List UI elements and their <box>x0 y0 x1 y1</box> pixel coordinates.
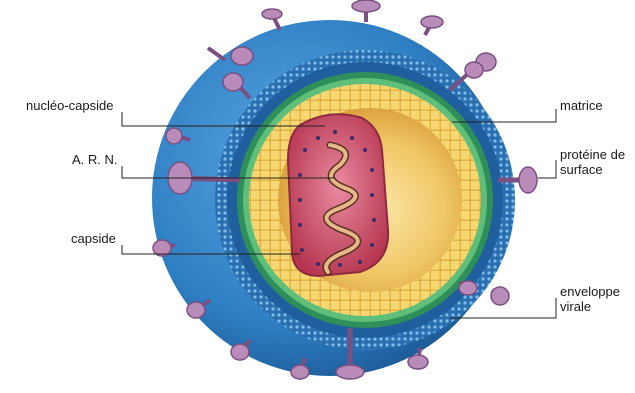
label-enveloppe-virale: enveloppe virale <box>560 284 620 314</box>
label-capside: capside <box>71 231 116 246</box>
spike <box>491 287 509 305</box>
spike <box>262 9 282 30</box>
spike <box>459 281 477 295</box>
label-proteine-surface: protéine de surface <box>560 147 625 177</box>
virus-body <box>152 20 515 376</box>
leader-proteine <box>538 160 556 178</box>
label-matrice: matrice <box>560 98 603 113</box>
label-arn: A. R. N. <box>72 152 118 167</box>
spike <box>352 0 380 22</box>
spike <box>421 16 443 35</box>
label-nucleo-capside: nucléo-capside <box>26 98 113 113</box>
